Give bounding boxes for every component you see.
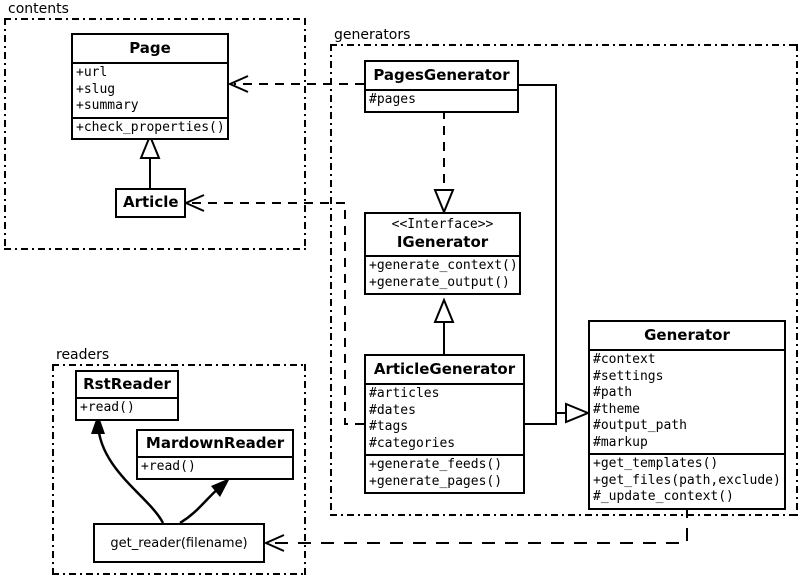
attribute: #output_path bbox=[593, 418, 687, 433]
method: #_update_context() bbox=[593, 489, 734, 504]
method: +generate_context() bbox=[369, 258, 518, 273]
class-methods-igenerator: +generate_context() +generate_output() bbox=[366, 255, 519, 293]
attribute: #settings bbox=[593, 368, 664, 384]
method: +read() bbox=[141, 459, 196, 474]
class-box-generator[interactable]: Generator #context #settings #path #them… bbox=[588, 320, 786, 510]
class-name-rst-reader: RstReader bbox=[83, 375, 171, 393]
method: +check_properties() bbox=[76, 119, 225, 135]
class-box-article-generator[interactable]: ArticleGenerator #articles #dates #tags … bbox=[364, 354, 525, 494]
class-methods-page: +check_properties() bbox=[73, 116, 227, 139]
class-methods-rst-reader: +read() bbox=[77, 397, 177, 419]
class-name-markdown-reader: MardownReader bbox=[145, 434, 285, 452]
function-name-get-reader: get_reader(filename) bbox=[110, 535, 248, 551]
method: +generate_pages() bbox=[369, 473, 503, 489]
class-name-igenerator: <<Interface>> IGenerator bbox=[366, 214, 519, 255]
attribute: #dates bbox=[369, 402, 416, 418]
attribute: +url bbox=[76, 65, 108, 80]
class-name-page: Page bbox=[129, 39, 171, 57]
class-box-pages-generator[interactable]: PagesGenerator #pages bbox=[364, 60, 519, 113]
class-box-article[interactable]: Article bbox=[115, 188, 186, 218]
class-name-article: Article bbox=[123, 193, 179, 211]
class-box-markdown-reader[interactable]: MardownReader +read() bbox=[136, 429, 294, 480]
attribute: #categories bbox=[369, 435, 456, 451]
method: +generate_feeds() bbox=[369, 457, 503, 472]
class-stereotype-igenerator: <<Interface>> bbox=[391, 217, 494, 232]
class-box-page[interactable]: Page +url +slug +summary +check_properti… bbox=[71, 33, 229, 140]
package-generators-label: generators bbox=[332, 27, 413, 43]
class-methods-generator: +get_templates() +get_files(path,exclude… bbox=[590, 453, 784, 508]
attribute: #tags bbox=[369, 419, 409, 434]
attribute: #pages bbox=[369, 92, 416, 107]
attribute: #path bbox=[593, 385, 633, 400]
attribute: +slug bbox=[76, 81, 116, 97]
class-attributes-pages-generator: #pages bbox=[366, 89, 517, 111]
attribute: #theme bbox=[593, 401, 640, 417]
class-attributes-article-generator: #articles #dates #tags #categories bbox=[366, 383, 523, 454]
attribute: #articles bbox=[369, 386, 440, 401]
class-name-pages-generator: PagesGenerator bbox=[373, 66, 510, 84]
class-methods-article-generator: +generate_feeds() +generate_pages() bbox=[366, 454, 523, 492]
class-methods-markdown-reader: +read() bbox=[138, 456, 292, 478]
class-attributes-generator: #context #settings #path #theme #output_… bbox=[590, 349, 784, 453]
class-box-igenerator[interactable]: <<Interface>> IGenerator +generate_conte… bbox=[364, 212, 521, 295]
method: +get_files(path,exclude) bbox=[593, 472, 781, 488]
method: +generate_output() bbox=[369, 274, 510, 290]
method: +read() bbox=[80, 400, 135, 415]
class-box-rst-reader[interactable]: RstReader +read() bbox=[75, 370, 179, 421]
attribute: #context bbox=[593, 352, 656, 367]
attribute: #markup bbox=[593, 434, 648, 450]
method: +get_templates() bbox=[593, 456, 719, 471]
class-name-generator: Generator bbox=[644, 326, 730, 344]
class-name-article-generator: ArticleGenerator bbox=[373, 360, 516, 378]
package-readers-label: readers bbox=[54, 347, 112, 363]
class-name-text-igenerator: IGenerator bbox=[396, 233, 489, 251]
function-box-get-reader[interactable]: get_reader(filename) bbox=[93, 523, 265, 563]
package-contents-label: contents bbox=[6, 1, 71, 17]
class-attributes-page: +url +slug +summary bbox=[73, 62, 227, 117]
attribute: +summary bbox=[76, 98, 139, 113]
